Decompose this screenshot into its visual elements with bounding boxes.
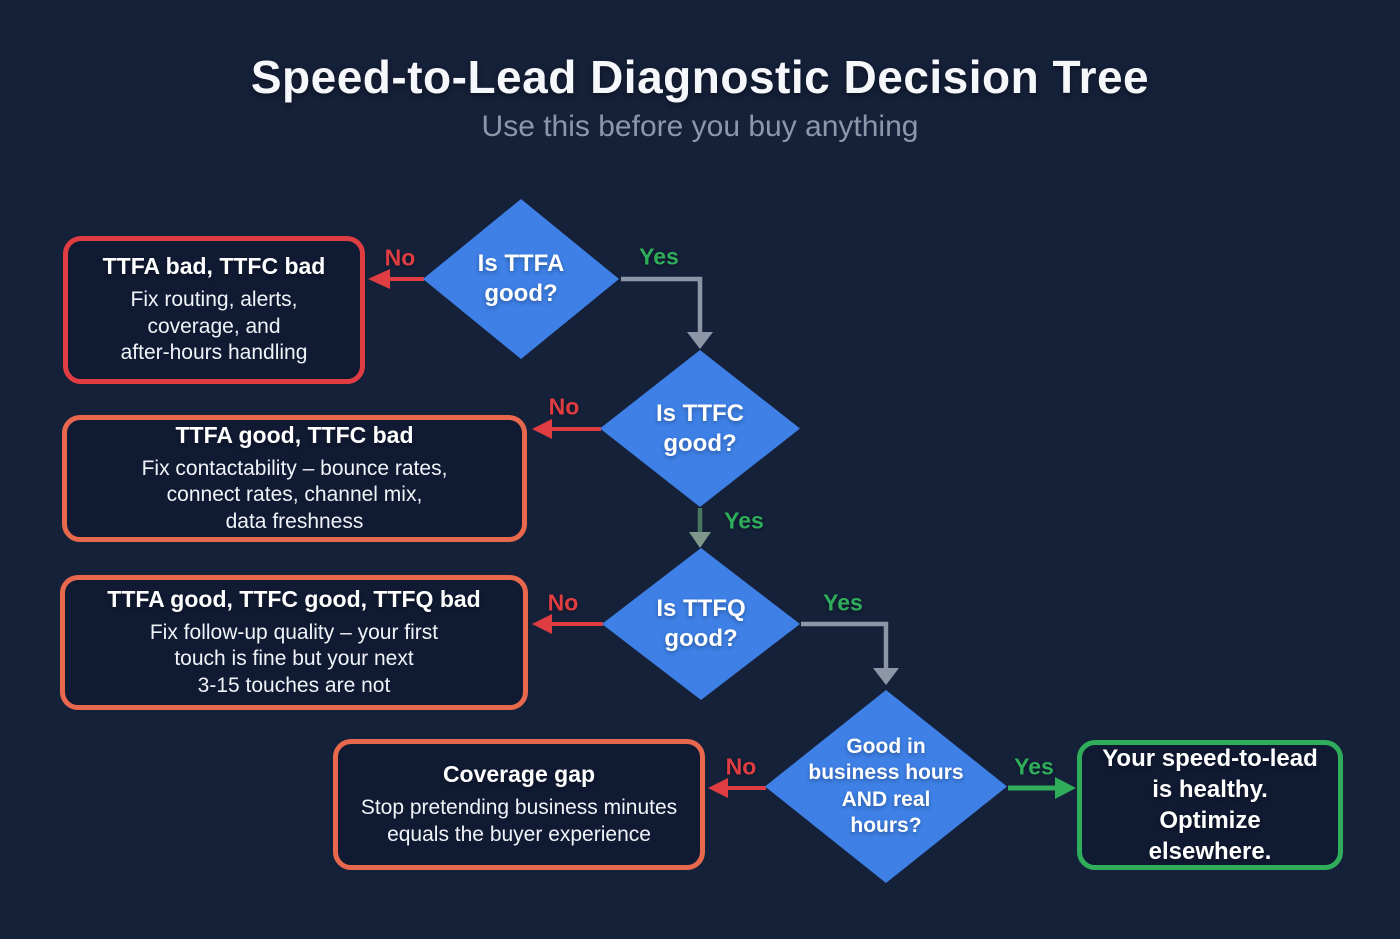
outcome-ttfc-bad-body: Fix contactability – bounce rates, conne…	[141, 456, 448, 533]
decision-ttfq-question: Is TTFQ good?	[656, 595, 746, 652]
outcome-healthy-title: Your speed-to-lead is healthy. Optimize …	[1102, 744, 1318, 866]
outcome-ttfa-bad-title: TTFA bad, TTFC bad	[102, 253, 326, 280]
outcome-healthy: Your speed-to-lead is healthy. Optimize …	[1077, 740, 1343, 870]
outcome-coverage-gap-title: Coverage gap	[442, 761, 596, 788]
page-subtitle: Use this before you buy anything	[481, 110, 919, 143]
edge-ttfq-yes	[801, 621, 899, 685]
edge-hours-yes	[1008, 777, 1076, 799]
edge-label-hours-no: No	[725, 753, 757, 780]
outcome-coverage-gap-body: Stop pretending business minutes equals …	[360, 796, 678, 846]
edge-label-ttfa-yes: Yes	[639, 243, 679, 270]
edge-ttfa-yes	[621, 276, 713, 349]
outcome-coverage-gap: Coverage gap Stop pretending business mi…	[333, 739, 705, 870]
outcome-ttfq-bad-body: Fix follow-up quality – your first touch…	[149, 620, 439, 697]
page-title: Speed-to-Lead Diagnostic Decision Tree	[250, 51, 1150, 103]
edge-label-ttfc-yes: Yes	[724, 507, 764, 534]
outcome-ttfa-bad-body: Fix routing, alerts, coverage, and after…	[120, 288, 308, 365]
edge-label-hours-yes: Yes	[1014, 753, 1054, 780]
edge-label-ttfq-no: No	[547, 589, 579, 616]
decision-ttfa-question: Is TTFA good?	[477, 250, 565, 307]
edge-ttfa-no	[368, 269, 424, 289]
edge-ttfq-no	[532, 614, 603, 634]
outcome-ttfa-bad: TTFA bad, TTFC bad Fix routing, alerts, …	[63, 236, 365, 384]
edge-ttfc-yes	[689, 508, 711, 548]
edge-hours-no	[708, 778, 766, 798]
outcome-ttfq-bad: TTFA good, TTFC good, TTFQ bad Fix follo…	[60, 575, 528, 710]
edge-ttfc-no	[532, 419, 601, 439]
outcome-ttfq-bad-title: TTFA good, TTFC good, TTFQ bad	[107, 585, 481, 612]
decision-ttfc-question: Is TTFC good?	[656, 399, 744, 457]
decision-hours-question: Good in business hours AND real hours?	[808, 735, 964, 837]
edge-label-ttfa-no: No	[384, 244, 416, 271]
edge-label-ttfc-no: No	[548, 393, 580, 420]
outcome-ttfc-bad-title: TTFA good, TTFC bad	[175, 421, 414, 448]
outcome-ttfc-bad: TTFA good, TTFC bad Fix contactability –…	[62, 415, 527, 542]
edge-label-ttfq-yes: Yes	[823, 589, 863, 616]
